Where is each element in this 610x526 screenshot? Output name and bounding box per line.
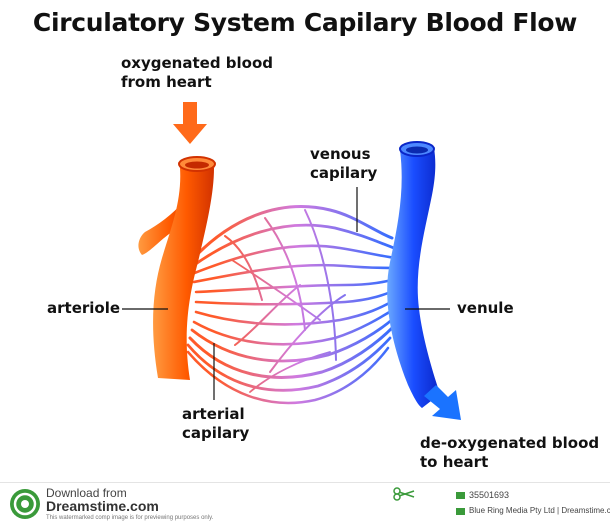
capillary-vessel (304, 209, 337, 361)
capillary-vessel (194, 286, 402, 306)
photographer-icon (456, 508, 465, 515)
capillary-vessel (234, 284, 301, 346)
capillary-vessel (190, 244, 398, 276)
venule-body (387, 148, 440, 408)
oxygenated-blood-label: oxygenated blood from heart (121, 54, 273, 91)
venule-vessel (387, 141, 440, 408)
capillary-vessel (192, 263, 400, 284)
capillary-vessel (190, 316, 396, 363)
arteriole-label: arteriole (47, 299, 121, 317)
id-badge-icon (456, 492, 465, 499)
capillary-vessel (186, 336, 392, 392)
capillary-vessel (192, 306, 398, 346)
download-text: Download from (46, 486, 127, 500)
capillary-network (186, 205, 402, 405)
deoxygenated-blood-label: de-oxygenated blood to heart (420, 434, 600, 471)
outflow-arrow-icon (424, 385, 461, 420)
preview-notice: This watermarked comp image is for previ… (46, 515, 214, 521)
circulatory-diagram (122, 102, 461, 420)
capillary-vessel (188, 205, 394, 264)
capillary-vessel (186, 346, 390, 405)
scissors-icon (393, 487, 415, 501)
capillary-vessel (231, 259, 321, 321)
arterial-capillary-label: arterial capilary (182, 405, 250, 442)
image-credit: Blue Ring Media Pty Ltd | Dreamstime.com (469, 506, 610, 515)
dreamstime-logo-icon (10, 489, 40, 519)
capillary-vessel (269, 294, 346, 373)
capillary-vessel (188, 326, 394, 379)
watermark-footer: Download from Dreamstime.com This waterm… (0, 482, 610, 526)
diagram-title: Circulatory System Capilary Blood Flow (32, 8, 578, 37)
venule-label: venule (457, 299, 514, 317)
image-id: 35501693 (469, 490, 510, 500)
capillary-vessel (249, 351, 331, 393)
arteriole-vessel (138, 156, 216, 380)
venous-capillary-label: venous capilary (310, 145, 378, 182)
capillary-vessel (194, 296, 400, 326)
inflow-arrow-icon (173, 102, 207, 144)
capillary-vessel (188, 223, 396, 270)
dreamstime-brand[interactable]: Dreamstime.com (46, 498, 159, 514)
capillary-vessel (264, 217, 306, 331)
capillary-vessel (224, 235, 263, 301)
arteriole-body (153, 168, 214, 380)
